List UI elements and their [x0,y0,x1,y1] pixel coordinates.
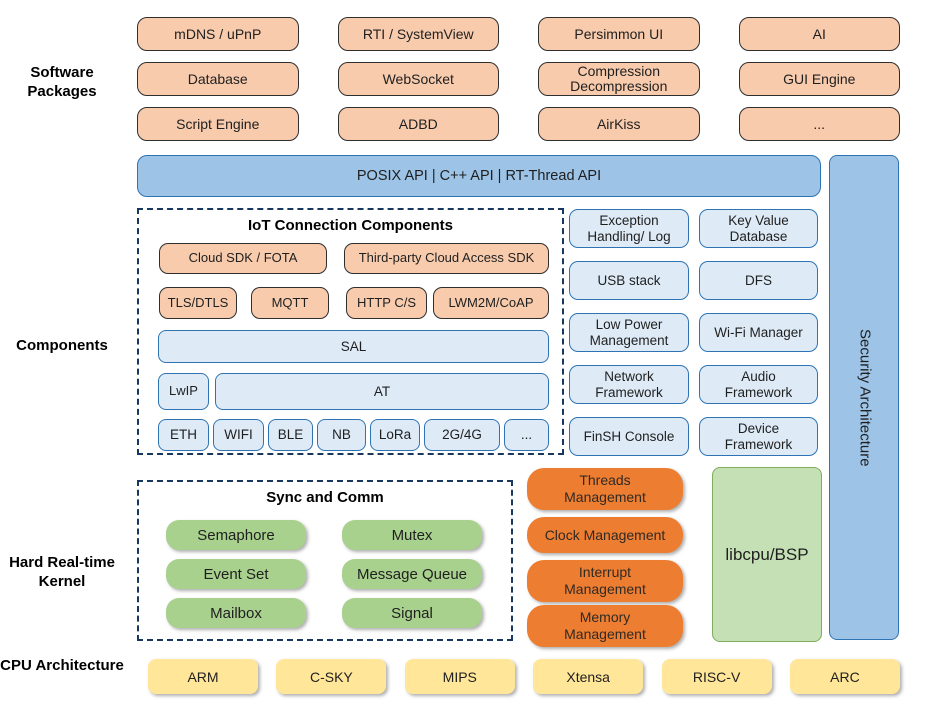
iot-box-cloud-sdk-fota: Cloud SDK / FOTA [159,243,327,274]
iot-box-sal: SAL [158,330,549,363]
cpu-box-arm: ARM [148,659,258,694]
iot-box-mqtt: MQTT [251,287,329,319]
package-box-compression: Compression Decompression [538,62,700,96]
iot-box-wifi: WIFI [213,419,264,451]
kernel-pill-event-set: Event Set [166,559,306,589]
security-architecture-bar: Security Architecture [829,155,899,640]
sync-items-grid: Semaphore Mutex Event Set Message Queue … [166,520,482,628]
package-box-websocket: WebSocket [337,62,499,96]
kernel-pill-mutex: Mutex [342,520,482,550]
package-box-mdns-upnp: mDNS / uPnP [137,17,299,51]
kernel-pill-clock-management: Clock Management [527,517,683,553]
iot-box-2g4g: 2G/4G [424,419,500,451]
sync-group-title: Sync and Comm [266,489,384,506]
cpu-box-risc-v: RISC-V [661,659,772,694]
cpu-box-arc: ARC [789,659,900,694]
iot-box-thirdparty-cloud-sdk: Third-party Cloud Access SDK [344,243,549,274]
package-box-gui-engine: GUI Engine [738,62,900,96]
cpu-box-mips: MIPS [404,659,515,694]
iot-box-more: ... [504,419,549,451]
iot-box-at: AT [215,373,549,410]
iot-box-lwm2m-coap: LWM2M/CoAP [433,287,549,319]
iot-box-http-cs: HTTP C/S [346,287,427,319]
cpu-architecture-row: ARM C-SKY MIPS Xtensa RISC-V ARC [148,659,900,694]
component-box-device-framework: Device Framework [699,417,818,456]
sync-and-comm-group: Sync and Comm Semaphore Mutex Event Set … [137,480,513,641]
iot-box-ble: BLE [268,419,313,451]
component-box-wifi-manager: Wi-Fi Manager [699,313,818,352]
iot-box-nb: NB [317,419,366,451]
iot-box-lwip: LwIP [158,373,209,410]
components-grid: Exception Handling/ Log Key Value Databa… [569,209,818,456]
iot-group-title: IoT Connection Components [248,217,453,234]
component-box-exception-handling-log: Exception Handling/ Log [569,209,689,248]
kernel-pill-signal: Signal [342,598,482,628]
libcpu-bsp-box: libcpu/BSP [712,467,822,642]
package-box-script-engine: Script Engine [137,107,299,141]
package-box-database: Database [137,62,299,96]
package-box-persimmon-ui: Persimmon UI [538,17,700,51]
kernel-pill-interrupt-management: Interrupt Management [527,560,683,602]
software-packages-grid: mDNS / uPnP RTI / SystemView Persimmon U… [137,17,900,141]
iot-box-eth: ETH [158,419,209,451]
section-label-software-packages: Software Packages [27,64,97,100]
component-box-network-framework: Network Framework [569,365,689,404]
package-box-more: ... [738,107,900,141]
package-box-adbd: ADBD [337,107,499,141]
kernel-pill-message-queue: Message Queue [342,559,482,589]
component-box-audio-framework: Audio Framework [699,365,818,404]
section-label-hard-realtime-kernel: Hard Real-time Kernel [9,554,115,590]
section-label-cpu-architecture: CPU Architecture [0,657,124,674]
component-box-usb-stack: USB stack [569,261,689,300]
iot-box-tls-dtls: TLS/DTLS [159,287,237,319]
kernel-pill-mailbox: Mailbox [166,598,306,628]
package-box-airkiss: AirKiss [538,107,700,141]
cpu-box-xtensa: Xtensa [533,659,644,694]
component-box-key-value-database: Key Value Database [699,209,818,248]
package-box-ai: AI [738,17,900,51]
component-box-low-power-management: Low Power Management [569,313,689,352]
kernel-pill-memory-management: Memory Management [527,605,683,647]
api-bar: POSIX API | C++ API | RT-Thread API [137,155,821,197]
component-box-dfs: DFS [699,261,818,300]
component-box-finsh-console: FinSH Console [569,417,689,456]
kernel-pill-semaphore: Semaphore [166,520,306,550]
package-box-rti-systemview: RTI / SystemView [337,17,499,51]
iot-box-lora: LoRa [370,419,420,451]
iot-connection-components-group: IoT Connection Components Cloud SDK / FO… [137,208,564,455]
section-label-components: Components [16,337,108,354]
iot-link-layer-row: ETH WIFI BLE NB LoRa 2G/4G ... [158,419,549,451]
kernel-pill-threads-management: Threads Management [527,468,683,510]
cpu-box-c-sky: C-SKY [276,659,387,694]
